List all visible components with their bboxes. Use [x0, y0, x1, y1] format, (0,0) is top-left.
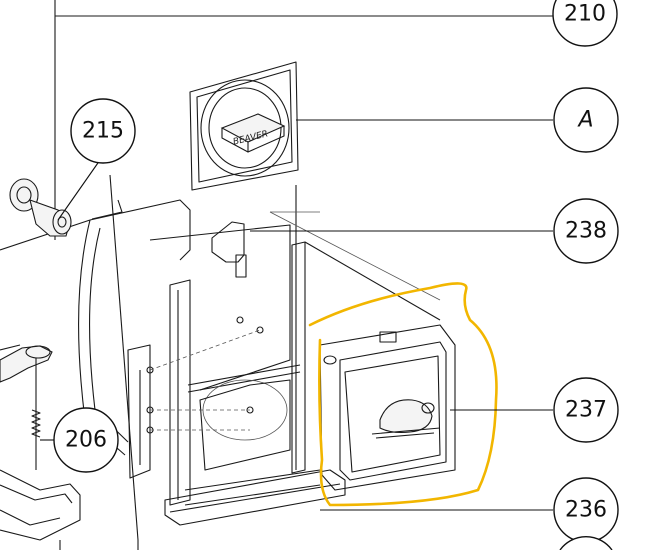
- callout-label-236: 236: [565, 498, 607, 523]
- edge-line: [304, 241, 441, 321]
- callout-238: 238: [553, 198, 619, 264]
- callout-partial-bottom: [559, 536, 613, 550]
- leader-lines: [40, 119, 553, 511]
- callout-215: 215: [70, 98, 136, 164]
- machine-housing-lines: [0, 0, 553, 550]
- front-panel-237: [319, 324, 456, 491]
- callout-label-238: 238: [565, 219, 607, 244]
- callout-label-237: 237: [565, 398, 607, 423]
- chute-assembly: [78, 185, 441, 526]
- callout-206: 206: [53, 407, 119, 473]
- callout-210: 210: [552, 0, 618, 47]
- callout-236: 236: [553, 477, 619, 543]
- logo-plate-A: BEAVER: [189, 61, 299, 191]
- callout-237: 237: [553, 377, 619, 443]
- callout-label-206: 206: [65, 428, 107, 453]
- handle-lever-206: [0, 345, 53, 470]
- knob-215: [9, 178, 72, 237]
- callout-label-215: 215: [82, 119, 124, 144]
- callout-label-210: 210: [564, 2, 606, 27]
- callout-label-A: A: [576, 108, 593, 133]
- beaver-logo-icon: [371, 399, 441, 439]
- callout-A: A: [553, 87, 619, 153]
